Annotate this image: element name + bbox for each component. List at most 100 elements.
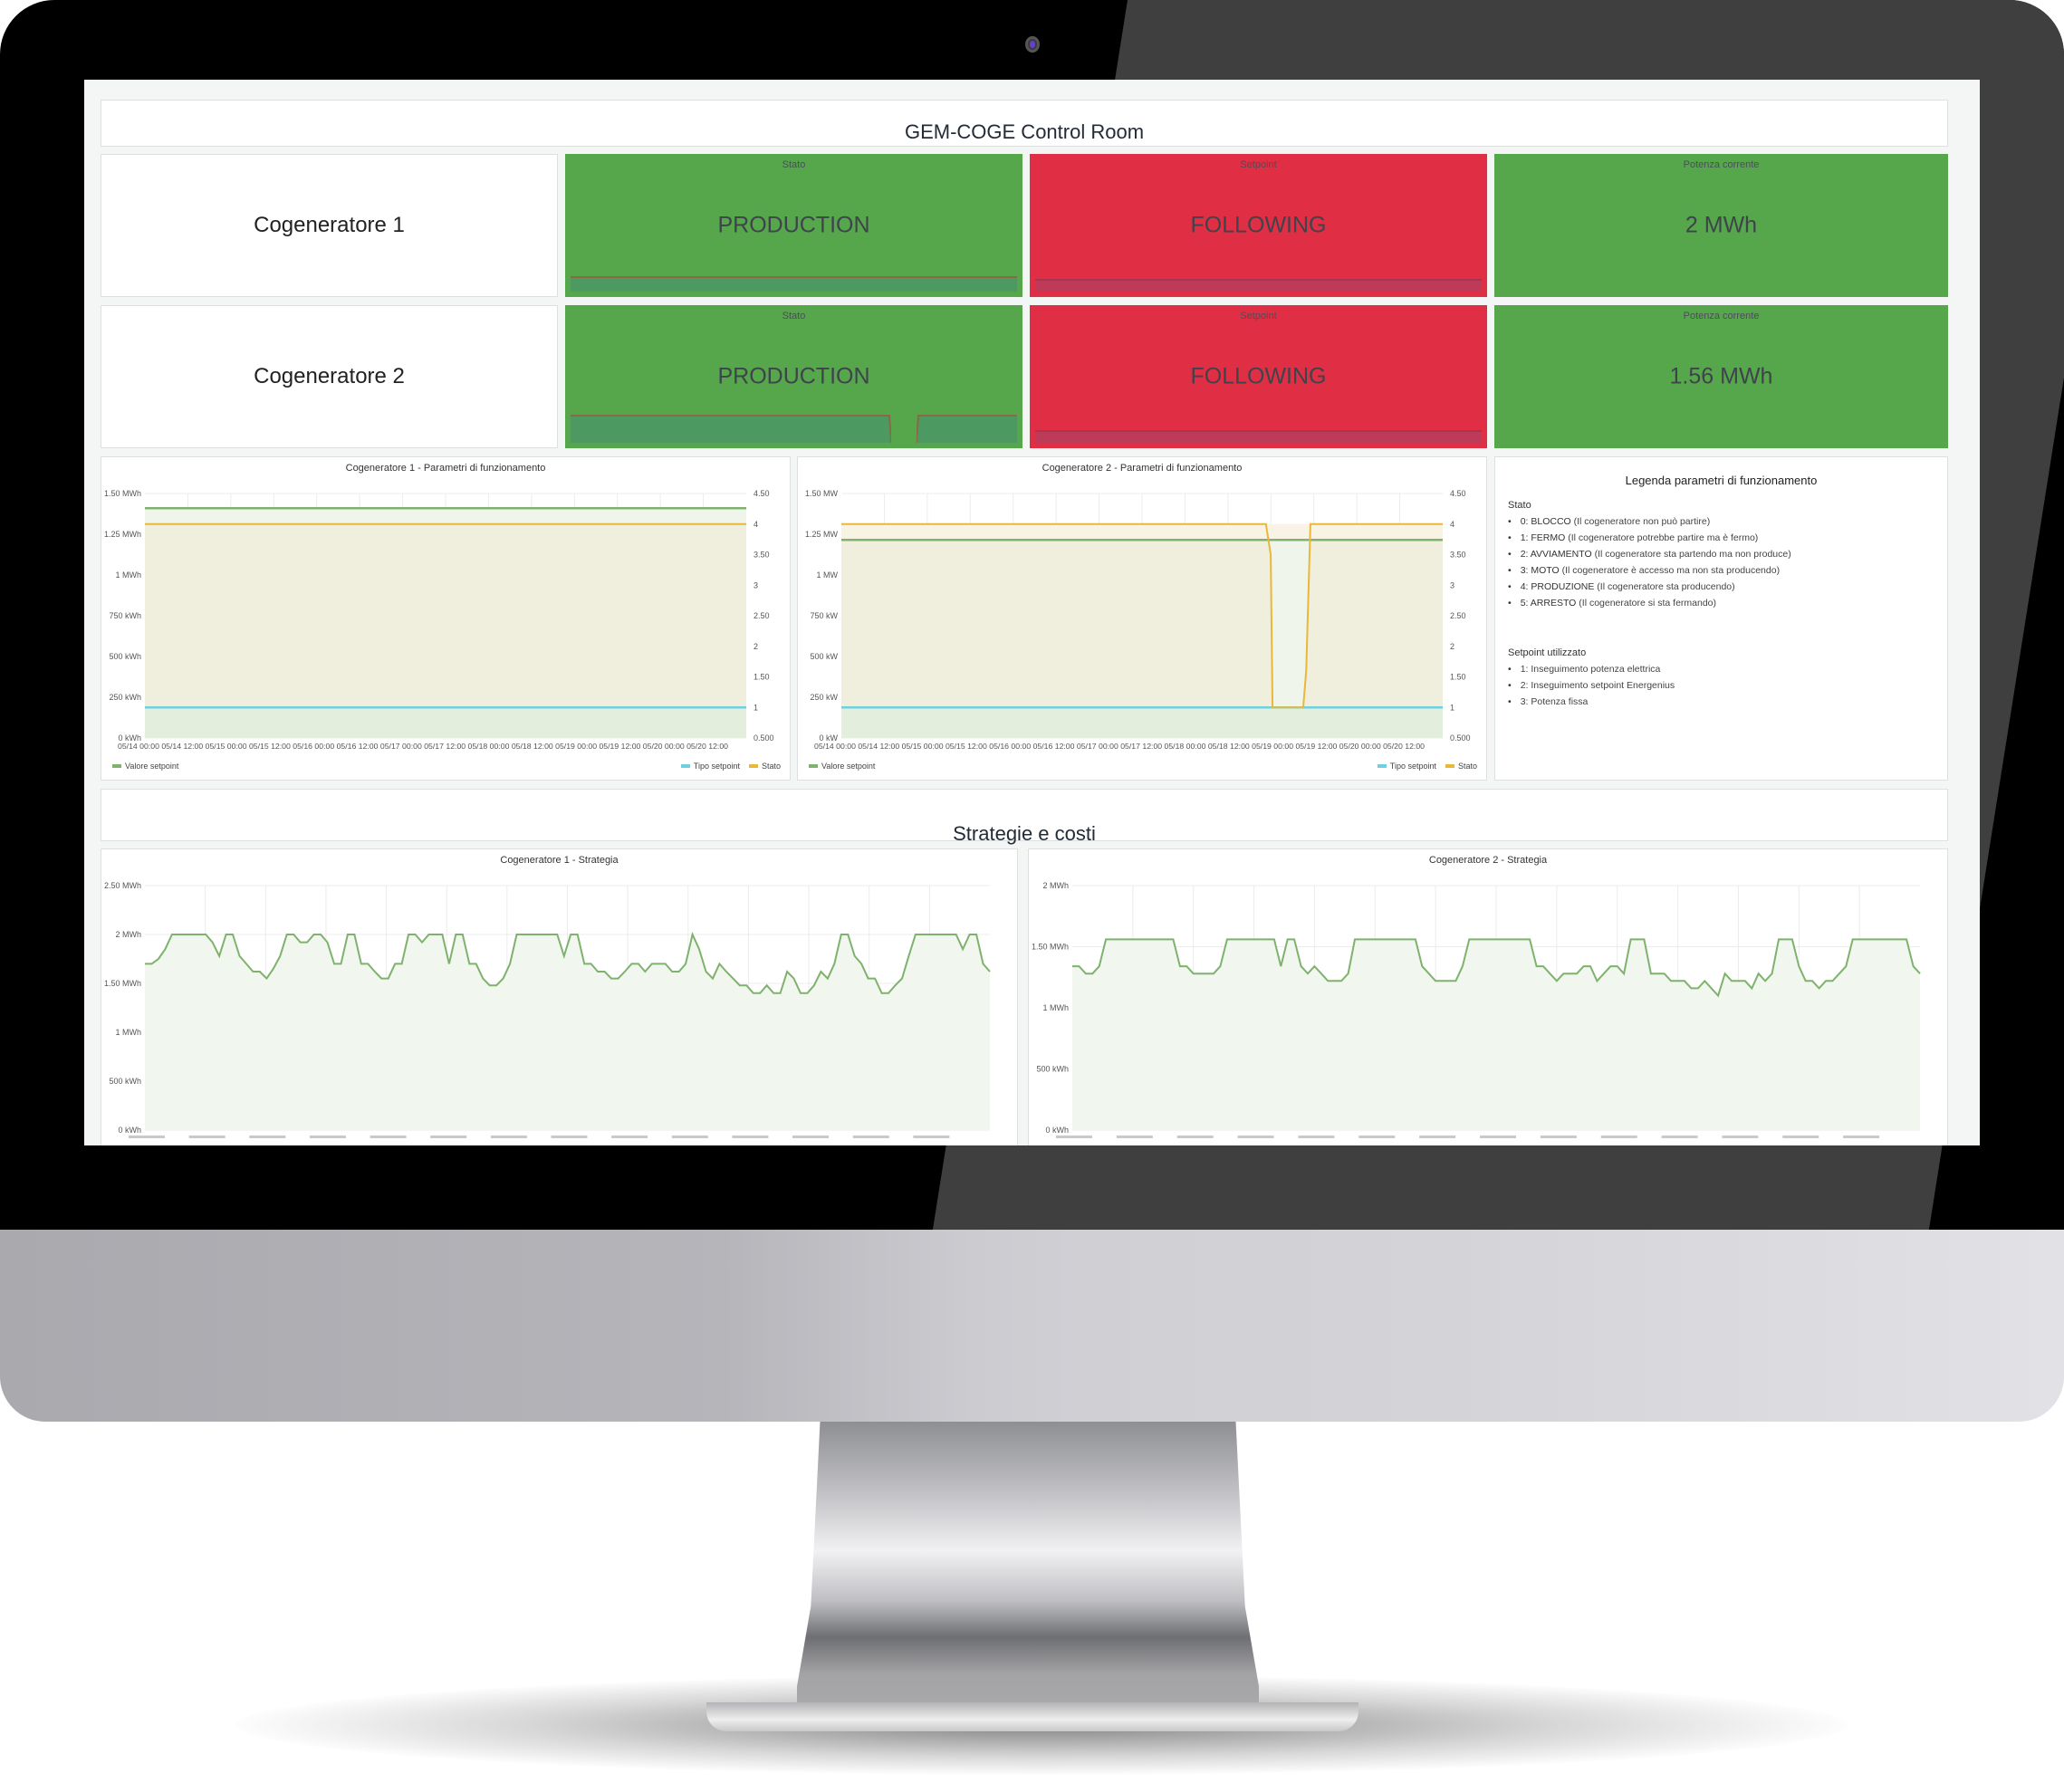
svg-text:500 kWh: 500 kWh (1036, 1065, 1069, 1074)
webcam-icon (1025, 36, 1040, 53)
legend-label: Valore setpoint (125, 762, 179, 771)
row2-potenza-panel[interactable]: Potenza corrente 1.56 MWh (1494, 305, 1948, 448)
legend-swatch-cyan (680, 764, 690, 768)
svg-text:1.50 MWh: 1.50 MWh (104, 979, 141, 988)
legend-swatch-cyan (1377, 764, 1387, 768)
monitor-base (706, 1702, 1358, 1731)
page-title: GEM-COGE Control Room (904, 120, 1145, 143)
svg-text:1 MW: 1 MW (817, 570, 839, 580)
stat-value: 1.56 MWh (1669, 363, 1773, 389)
stato-item: 1: FERMO (Il cogeneratore potrebbe parti… (1508, 530, 1947, 546)
svg-text:0.500: 0.500 (754, 733, 774, 743)
stato-item: 2: AVVIAMENTO (Il cogeneratore sta parte… (1508, 546, 1947, 562)
svg-text:0 kWh: 0 kWh (118, 1126, 141, 1135)
row1-stato-panel[interactable]: Stato PRODUCTION (565, 154, 1022, 297)
svg-text:1 MWh: 1 MWh (115, 1028, 141, 1037)
legend-stato[interactable]: Stato (761, 762, 781, 771)
stat-title: Potenza corrente (1683, 159, 1760, 170)
legend-tipo-setpoint[interactable]: Tipo setpoint (1389, 762, 1436, 771)
stato-item: 5: ARRESTO (Il cogeneratore si sta ferma… (1508, 595, 1947, 611)
setpoint-sparkline (1035, 279, 1482, 292)
section-title: Strategie e costi (953, 822, 1096, 845)
stato-heading: Stato (1508, 500, 1531, 511)
svg-text:1.25 MW: 1.25 MW (805, 530, 839, 539)
svg-text:1.50 MWh: 1.50 MWh (1032, 943, 1069, 952)
svg-text:1.25 MWh: 1.25 MWh (104, 530, 141, 539)
legend-panel-title: Legenda parametri di funzionamento (1625, 474, 1818, 487)
cogen2-strategy-chart[interactable]: 2 MWh 1.50 MWh 1 MWh 500 kWh 0 kWh (1029, 849, 1949, 1145)
svg-text:2.50: 2.50 (1450, 611, 1466, 620)
legend-swatch-green (112, 764, 121, 768)
svg-text:4: 4 (754, 520, 758, 529)
row1-setpoint-panel[interactable]: Setpoint FOLLOWING (1030, 154, 1487, 297)
svg-text:1: 1 (754, 703, 758, 712)
row1-potenza-panel[interactable]: Potenza corrente 2 MWh (1494, 154, 1948, 297)
row-label: Cogeneratore 2 (254, 364, 405, 388)
svg-text:1: 1 (1450, 703, 1454, 712)
svg-text:1.50: 1.50 (754, 673, 770, 682)
svg-text:0 kWh: 0 kWh (1045, 1126, 1069, 1135)
chart-title: Cogeneratore 1 - Parametri di funzioname… (345, 463, 546, 474)
stat-title: Stato (782, 159, 806, 170)
svg-text:1.50 MW: 1.50 MW (805, 489, 839, 498)
chart-title: Cogeneratore 2 - Strategia (1428, 855, 1548, 866)
row1-label-panel: Cogeneratore 1 (101, 154, 558, 297)
legend-stato[interactable]: Stato (1457, 762, 1477, 771)
svg-text:3: 3 (754, 580, 758, 589)
legend-swatch-yellow (748, 764, 758, 768)
svg-text:1.50: 1.50 (1450, 673, 1466, 682)
stat-value: FOLLOWING (1190, 363, 1327, 389)
stat-title: Stato (782, 311, 806, 321)
setpoint-sparkline (1035, 430, 1482, 443)
svg-text:3.50: 3.50 (1450, 551, 1466, 560)
section-title-panel: Strategie e costi (101, 789, 1948, 845)
monitor-stand (797, 1422, 1259, 1730)
cogen2-strategy-chart-panel[interactable]: Cogeneratore 2 - Strategia 2 MWh 1.50 MWh… (1028, 848, 1948, 1145)
stat-value: FOLLOWING (1190, 212, 1327, 238)
stato-item: 3: MOTO (Il cogeneratore è accesso ma no… (1508, 562, 1947, 579)
svg-text:3.50: 3.50 (754, 551, 770, 560)
stato-item: 4: PRODUZIONE (Il cogeneratore sta produ… (1508, 579, 1947, 595)
svg-text:4.50: 4.50 (1450, 489, 1466, 498)
legend-parameters-panel: Legenda parametri di funzionamento Stato… (1494, 456, 1948, 781)
chart-title: Cogeneratore 2 - Parametri di funzioname… (1042, 463, 1243, 474)
svg-text:0 kWh: 0 kWh (118, 733, 141, 743)
dashboard-title-panel: GEM-COGE Control Room (101, 100, 1948, 147)
legend-valore-setpoint[interactable]: Valore setpoint (809, 762, 875, 771)
svg-text:250 kWh: 250 kWh (109, 693, 141, 702)
svg-text:750 kW: 750 kW (810, 611, 838, 620)
stato-item: 0: BLOCCO (Il cogeneratore non può parti… (1508, 513, 1947, 530)
svg-text:2.50 MWh: 2.50 MWh (104, 881, 141, 890)
svg-text:500 kW: 500 kW (810, 652, 838, 661)
svg-text:2 MWh: 2 MWh (1042, 881, 1069, 890)
row2-stato-panel[interactable]: Stato PRODUCTION (565, 305, 1022, 448)
row2-setpoint-panel[interactable]: Setpoint FOLLOWING (1030, 305, 1487, 448)
svg-text:2.50: 2.50 (754, 611, 770, 620)
monitor-chin (0, 1230, 2064, 1422)
setpoint-item: 1: Inseguimento potenza elettrica (1508, 661, 1947, 677)
svg-text:0.500: 0.500 (1450, 733, 1471, 743)
legend-swatch-yellow (1445, 764, 1454, 768)
stat-title: Setpoint (1240, 311, 1277, 321)
setpoint-list: 1: Inseguimento potenza elettrica 2: Ins… (1508, 661, 1947, 710)
legend-tipo-setpoint[interactable]: Tipo setpoint (693, 762, 740, 771)
svg-text:1 MWh: 1 MWh (1042, 1003, 1069, 1012)
svg-text:750 kWh: 750 kWh (109, 611, 141, 620)
cogen2-params-chart-panel[interactable]: Cogeneratore 2 - Parametri di funzioname… (797, 456, 1487, 781)
legend-valore-setpoint[interactable]: Valore setpoint (112, 762, 178, 771)
svg-text:1 MWh: 1 MWh (115, 570, 141, 580)
svg-text:05/14 00:00 05/14 12:00 05/15: 05/14 00:00 05/14 12:00 05/15 00:00 05/1… (118, 742, 728, 751)
setpoint-item: 3: Potenza fissa (1508, 694, 1947, 710)
setpoint-heading: Setpoint utilizzato (1508, 647, 1587, 658)
stato-sparkline (571, 276, 1017, 292)
stat-title: Potenza corrente (1683, 311, 1760, 321)
cogen1-params-chart-panel[interactable]: Cogeneratore 1 - Parametri di funzioname… (101, 456, 791, 781)
svg-text:250 kW: 250 kW (810, 693, 838, 702)
svg-text:2: 2 (1450, 642, 1454, 651)
stat-value: 2 MWh (1685, 212, 1758, 238)
row-label: Cogeneratore 1 (254, 213, 405, 237)
